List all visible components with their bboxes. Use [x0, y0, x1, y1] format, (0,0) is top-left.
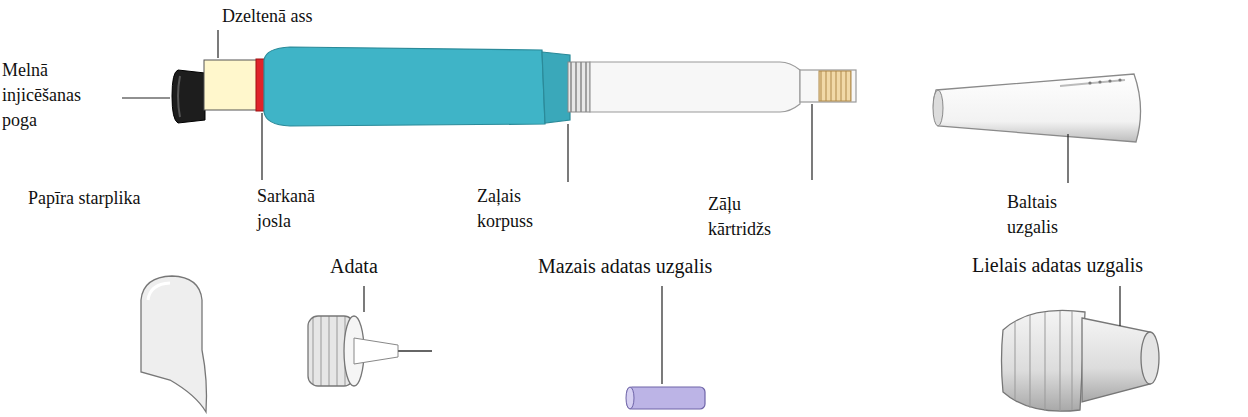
leader-lines [122, 30, 1120, 384]
small-needle-cap [627, 387, 705, 409]
cartridge [590, 62, 800, 112]
part-label: Zāļu kārtridžs [708, 192, 808, 242]
part-label: Mazais adatas uzgalis [538, 254, 798, 279]
part-label: Zaļais korpuss [477, 184, 569, 234]
part-label: Dzeltenā ass [222, 4, 362, 29]
large-needle-cap [1002, 310, 1160, 411]
part-label: Sarkanā josla [257, 184, 342, 234]
part-label: Melnā injicēšanas poga [2, 58, 120, 133]
needle [308, 316, 432, 386]
part-label: Lielais adatas uzgalis [972, 253, 1244, 278]
pen [172, 47, 856, 126]
green-body [264, 47, 545, 126]
part-label: Baltais uzgalis [1007, 190, 1107, 240]
cartridge-stripes [568, 62, 590, 112]
part-label: Papīra starplika [28, 186, 150, 211]
white-cap [933, 74, 1140, 142]
yellow-shaft [204, 60, 258, 110]
injection-button [172, 70, 205, 123]
part-label: Adata [330, 254, 420, 279]
paper-spacer [141, 276, 207, 412]
